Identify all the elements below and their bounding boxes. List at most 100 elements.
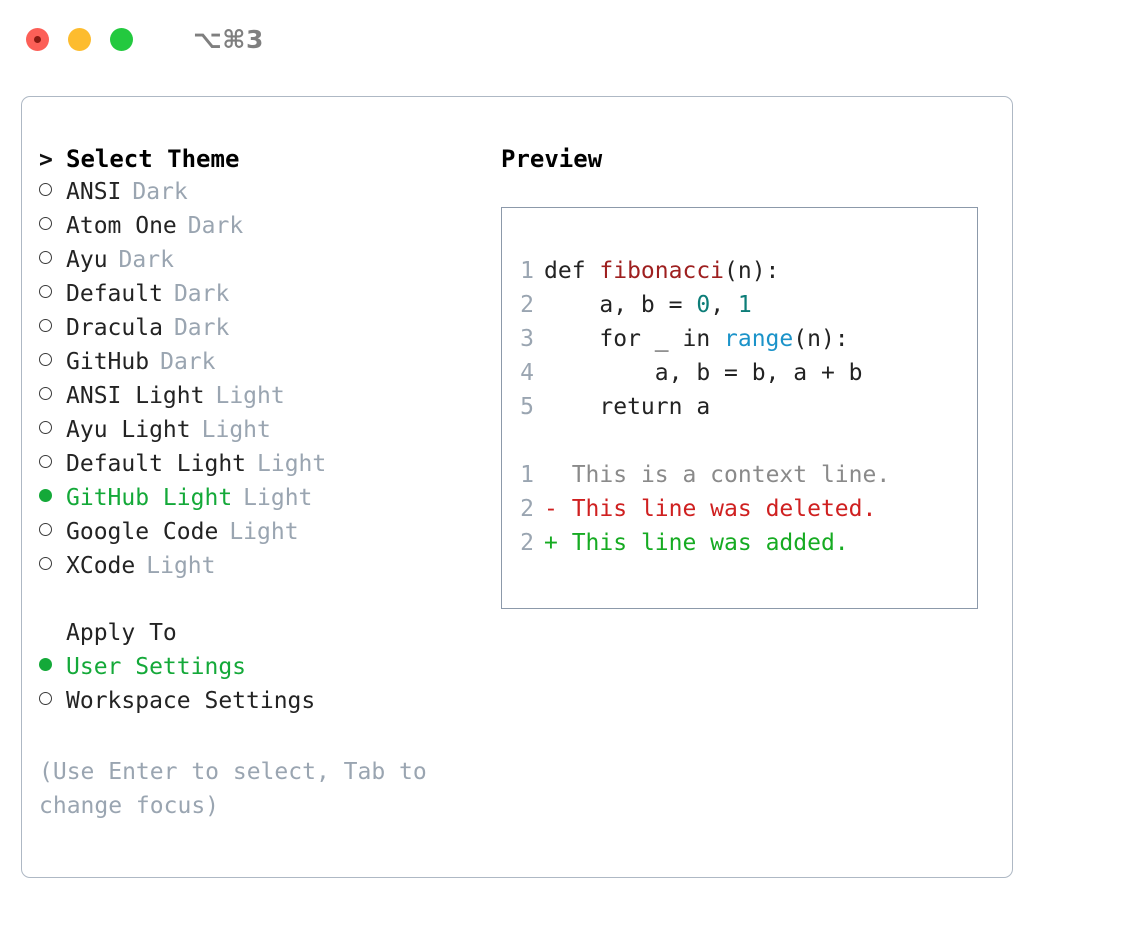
theme-option-name: Google Code [66,519,219,545]
code-line-content: for _ in range(n): [544,326,849,352]
maximize-button[interactable] [110,27,133,51]
diff-line-number: 1 [520,462,534,488]
theme-option-marker [39,453,66,476]
theme-option-default[interactable]: Default Dark [39,281,469,315]
code-token-plain: a, b = b, a + b [544,360,863,386]
code-token-plain: def [544,258,600,284]
theme-option-marker [39,351,66,374]
theme-option-dracula[interactable]: Dracula Dark [39,315,469,349]
close-button[interactable] [26,27,49,51]
theme-option-variant: Light [146,553,216,579]
radio-unselected-icon [39,421,52,434]
code-token-call: range [724,326,794,352]
theme-option-marker [39,283,66,306]
code-line: 2 a, b = 0, 1 [502,292,977,326]
theme-option-github[interactable]: GitHub Dark [39,349,469,383]
theme-option-variant: Light [229,519,299,545]
theme-option-marker [39,385,66,408]
radio-unselected-icon [39,353,52,366]
code-line: 3 for _ in range(n): [502,326,977,360]
theme-option-name: Default [66,281,163,307]
apply-to-option-workspace-settings[interactable]: Workspace Settings [39,688,469,722]
theme-option-atom-one[interactable]: Atom One Dark [39,213,469,247]
theme-option-name: GitHub Light [66,485,233,511]
radio-unselected-icon [39,319,52,332]
code-line-number: 1 [520,258,534,284]
theme-option-marker [39,555,66,578]
code-token-num: 1 [737,292,752,318]
radio-unselected-icon [39,217,52,230]
code-token-plain: a, b = [544,292,697,318]
diff-line-deleted: 2- This line was deleted. [502,496,977,530]
theme-option-github-light[interactable]: GitHub Light Light [39,485,469,519]
diff-sample: 1 This is a context line.2- This line wa… [502,462,977,564]
apply-to-option-label: Workspace Settings [66,688,316,714]
theme-option-marker [39,419,66,442]
theme-option-marker [39,181,66,204]
theme-selector-heading: > Select Theme [39,145,469,179]
apply-to-option-label: User Settings [66,654,247,680]
diff-text: This line was deleted. [557,496,877,522]
theme-option-ansi[interactable]: ANSI Dark [39,179,469,213]
radio-unselected-icon [39,183,52,196]
theme-option-name: ANSI [66,179,122,205]
code-token-num: 0 [696,292,711,318]
theme-option-variant: Light [201,417,271,443]
theme-option-variant: Dark [173,281,230,307]
code-token-plain: (n): [793,326,849,352]
diff-line-number: 2 [520,530,534,556]
theme-option-name: Ayu Light [66,417,191,443]
traffic-lights [26,27,133,51]
diff-marker: + [544,530,558,556]
radio-unselected-icon [39,285,52,298]
diff-text: This line was added. [557,530,849,556]
radio-unselected-icon [39,692,52,705]
theme-option-marker [39,215,66,238]
code-token-plain: for _ in [544,326,725,352]
theme-option-google-code[interactable]: Google Code Light [39,519,469,553]
theme-option-variant: Dark [160,349,216,375]
theme-option-name: Atom One [66,213,177,239]
theme-option-variant: Dark [118,247,174,273]
minimize-button[interactable] [68,27,91,51]
code-line-content: def fibonacci(n): [544,258,779,284]
code-line-number: 3 [520,326,534,352]
theme-option-marker [39,487,66,510]
code-line-number: 5 [520,394,534,420]
keyboard-hint: (Use Enter to select, Tab to change focu… [39,759,427,819]
radio-unselected-icon [39,523,52,536]
code-line: 5 return a [502,394,977,428]
theme-option-variant: Dark [187,213,244,239]
code-line: 1 def fibonacci(n): [502,258,977,292]
theme-option-name: Dracula [66,315,163,341]
radio-unselected-icon [39,251,52,264]
apply-to-option-user-settings[interactable]: User Settings [39,654,469,688]
theme-option-name: GitHub [66,349,150,375]
diff-marker [544,462,558,488]
code-line-number: 2 [520,292,534,318]
theme-option-variant: Dark [173,315,230,341]
cursor-icon: > [39,147,53,173]
code-token-plain: (n): [724,258,780,284]
code-line-content: return a [544,394,710,420]
preview-spacer [502,428,977,462]
theme-selector-title: Select Theme [66,145,240,173]
theme-option-variant: Light [257,451,327,477]
theme-option-ayu-light[interactable]: Ayu Light Light [39,417,469,451]
theme-option-variant: Light [243,485,313,511]
code-token-plain: , [710,292,738,318]
apply-to-option-marker [39,690,66,713]
diff-line-number: 2 [520,496,534,522]
theme-option-variant: Dark [132,179,188,205]
